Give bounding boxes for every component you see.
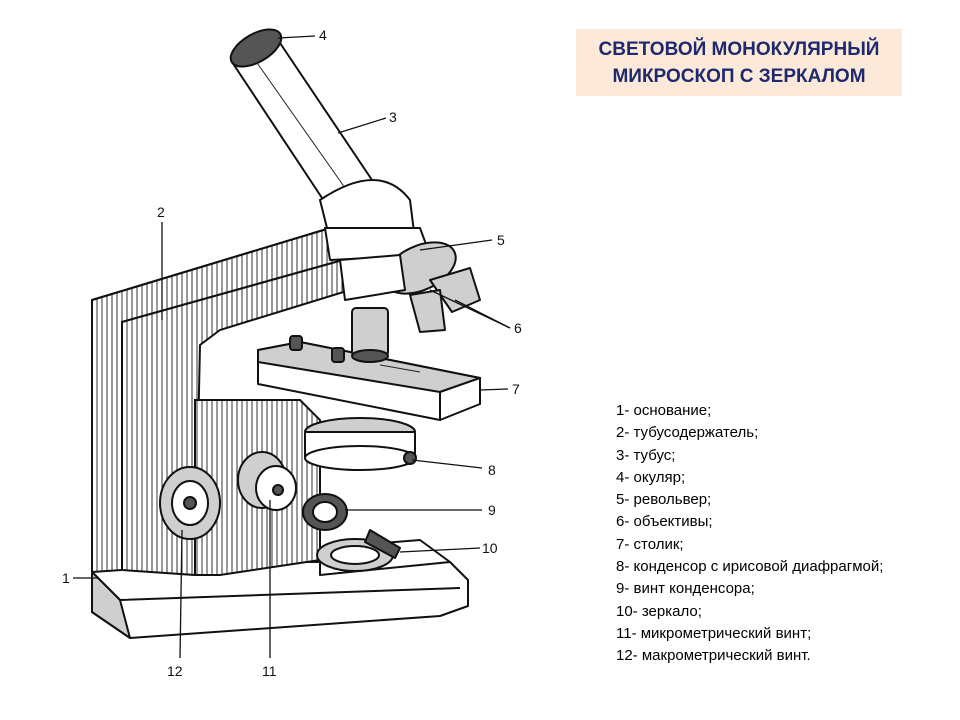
legend-item-12: 12- макрометрический винт.	[616, 647, 811, 665]
callout-4: 4	[319, 27, 327, 43]
callout-10: 10	[482, 540, 498, 556]
legend-item-1: 1- основание;	[616, 402, 712, 419]
macrometric-screw	[159, 466, 221, 540]
legend-item-3: 3- тубус;	[616, 446, 676, 464]
condenser-screw	[302, 493, 348, 531]
legend-item-2: 2- тубусодержатель;	[616, 424, 759, 442]
microscope-tube	[231, 39, 416, 241]
microscope-eyepiece	[229, 28, 283, 68]
legend-item-8: 8- конденсор с ирисовой диафрагмой;	[616, 558, 884, 576]
leader-lines	[73, 35, 511, 659]
micrometric-screw	[237, 451, 297, 511]
microscope-mirror	[316, 529, 401, 572]
callout-2: 2	[157, 204, 165, 220]
legend-list: 1- основание; 2- тубусодержатель; 3- туб…	[616, 400, 956, 668]
title-line-2: МИКРОСКОП С ЗЕРКАЛОМ	[612, 65, 866, 87]
callout-5: 5	[497, 232, 505, 248]
callout-7: 7	[512, 381, 520, 397]
legend-item-9: 9- винт конденсора;	[616, 580, 755, 598]
microscope-objectives	[351, 267, 481, 363]
legend-item-4: 4- окуляр;	[616, 468, 686, 486]
callout-12: 12	[167, 663, 183, 679]
legend-item-5: 5- револьвер;	[616, 491, 712, 509]
microscope-condenser	[304, 417, 417, 471]
callout-9: 9	[488, 502, 496, 518]
microscope-revolver	[324, 227, 457, 301]
title-box: СВЕТОВОЙ МОНОКУЛЯРНЫЙ МИКРОСКОП С ЗЕРКАЛ…	[576, 29, 902, 96]
callout-1: 1	[62, 570, 70, 586]
callout-11: 11	[262, 663, 277, 679]
microscope-stage	[257, 335, 481, 421]
title-line-1: СВЕТОВОЙ МОНОКУЛЯРНЫЙ	[598, 38, 880, 60]
legend-item-11: 11- микрометрический винт;	[616, 624, 812, 642]
legend-item-7: 7- столик;	[616, 535, 684, 553]
callout-6: 6	[514, 320, 522, 336]
legend-item-10: 10- зеркало;	[616, 602, 702, 620]
legend-item-6: 6- объективы;	[616, 513, 713, 531]
callout-3: 3	[389, 109, 397, 125]
callout-8: 8	[488, 462, 496, 478]
